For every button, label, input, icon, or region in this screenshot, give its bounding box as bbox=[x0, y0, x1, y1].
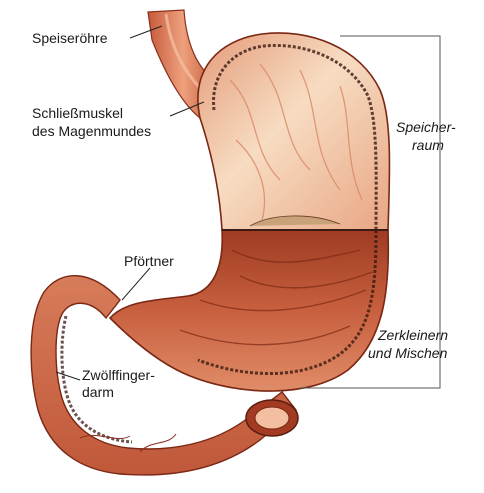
label-cardia-line2: des Magenmundes bbox=[32, 123, 151, 139]
label-cardia-line1: Schließmuskel bbox=[32, 105, 123, 121]
label-duodenum-line1: Zwölffinger- bbox=[82, 367, 155, 383]
label-storage-line2: raum bbox=[412, 137, 444, 153]
stomach-body bbox=[110, 33, 390, 391]
label-esophagus: Speiseröhre bbox=[32, 30, 108, 46]
label-storage-line1: Speicher- bbox=[396, 119, 456, 135]
label-grinding-line2: und Mischen bbox=[368, 345, 448, 361]
label-pylorus: Pförtner bbox=[124, 253, 174, 269]
label-duodenum-line2: darm bbox=[82, 384, 114, 400]
label-grinding-line1: Zerkleinern bbox=[377, 327, 448, 343]
